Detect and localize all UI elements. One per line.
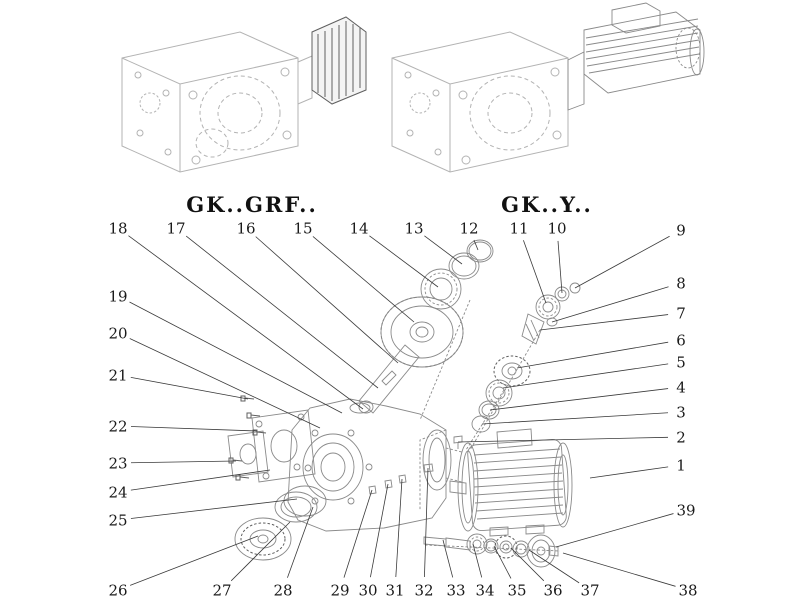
callout-line-35 bbox=[493, 545, 512, 579]
callout-line-6 bbox=[516, 341, 669, 369]
callout-number-24: 24 bbox=[108, 484, 127, 502]
callout-number-30: 30 bbox=[358, 582, 377, 600]
callout-number-38: 38 bbox=[678, 582, 697, 600]
callout-line-31 bbox=[395, 478, 403, 578]
exploded-view-drawing bbox=[227, 239, 581, 568]
callout-line-20 bbox=[129, 338, 321, 429]
callout-number-9: 9 bbox=[676, 222, 686, 240]
callout-number-5: 5 bbox=[676, 354, 686, 372]
callout-number-21: 21 bbox=[108, 367, 127, 385]
callout-number-10: 10 bbox=[547, 220, 566, 238]
callout-line-23 bbox=[130, 460, 237, 464]
callout-number-39: 39 bbox=[676, 502, 695, 520]
callout-number-11: 11 bbox=[509, 220, 528, 238]
callout-number-32: 32 bbox=[414, 582, 433, 600]
callout-number-7: 7 bbox=[676, 305, 686, 323]
callout-line-25 bbox=[130, 498, 298, 519]
callout-number-36: 36 bbox=[543, 582, 562, 600]
variant-label-grf: GK..GRF.. bbox=[186, 192, 318, 217]
callout-line-4 bbox=[489, 388, 669, 411]
callout-line-16 bbox=[255, 236, 399, 364]
callout-line-18 bbox=[128, 235, 364, 410]
callout-number-13: 13 bbox=[404, 220, 423, 238]
callout-line-2 bbox=[457, 436, 669, 443]
callout-line-21 bbox=[130, 376, 249, 400]
variant-label-y: GK..Y.. bbox=[501, 192, 593, 217]
callout-line-27 bbox=[230, 521, 291, 582]
callout-line-14 bbox=[369, 235, 439, 288]
callout-number-14: 14 bbox=[349, 220, 368, 238]
callout-line-9 bbox=[574, 235, 670, 289]
callout-number-4: 4 bbox=[676, 379, 686, 397]
callout-line-19 bbox=[129, 301, 343, 414]
callout-number-3: 3 bbox=[676, 404, 686, 422]
callout-line-8 bbox=[551, 286, 669, 323]
callout-line-13 bbox=[424, 235, 463, 265]
mounting-bolts bbox=[228, 395, 267, 481]
callout-number-23: 23 bbox=[108, 455, 127, 473]
callout-number-34: 34 bbox=[475, 582, 494, 600]
callout-line-11 bbox=[523, 240, 547, 304]
callout-number-35: 35 bbox=[507, 582, 526, 600]
callout-number-16: 16 bbox=[236, 220, 255, 238]
motor-drawing-exploded bbox=[449, 428, 573, 537]
callout-number-31: 31 bbox=[385, 582, 404, 600]
output-shaft-assembly bbox=[423, 533, 559, 568]
callout-line-32 bbox=[424, 467, 429, 578]
callout-number-22: 22 bbox=[108, 418, 127, 436]
callout-number-15: 15 bbox=[293, 220, 312, 238]
gearbox-grf-drawing bbox=[121, 16, 367, 173]
callout-number-26: 26 bbox=[108, 582, 127, 600]
callout-lines bbox=[128, 235, 676, 587]
callout-line-36 bbox=[510, 547, 545, 582]
callout-number-33: 33 bbox=[446, 582, 465, 600]
input-pinion-stack bbox=[471, 282, 581, 433]
intermediate-gear-stack bbox=[358, 239, 494, 414]
callout-number-12: 12 bbox=[459, 220, 478, 238]
callout-number-6: 6 bbox=[676, 332, 686, 350]
callout-line-22 bbox=[130, 426, 258, 432]
callout-line-5 bbox=[502, 363, 669, 389]
callout-number-19: 19 bbox=[108, 288, 127, 306]
side-plates bbox=[227, 409, 316, 483]
motor-drawing-top bbox=[567, 2, 705, 111]
callout-line-30 bbox=[370, 483, 389, 578]
callout-line-1 bbox=[589, 466, 669, 479]
callout-number-37: 37 bbox=[580, 582, 599, 600]
callout-line-24 bbox=[130, 469, 271, 491]
callout-number-17: 17 bbox=[166, 220, 185, 238]
callout-number-8: 8 bbox=[676, 275, 686, 293]
callout-line-28 bbox=[287, 506, 314, 578]
callout-line-7 bbox=[539, 314, 669, 331]
callout-line-3 bbox=[481, 412, 669, 425]
callout-number-2: 2 bbox=[676, 429, 686, 447]
callout-line-38 bbox=[562, 552, 676, 587]
callout-number-1: 1 bbox=[676, 457, 686, 475]
shims-and-bearing bbox=[234, 485, 327, 561]
callout-line-26 bbox=[129, 535, 259, 586]
callout-line-29 bbox=[343, 489, 373, 578]
callout-line-15 bbox=[312, 236, 415, 323]
callout-number-29: 29 bbox=[330, 582, 349, 600]
callout-line-10 bbox=[557, 240, 563, 294]
callout-number-20: 20 bbox=[108, 325, 127, 343]
callout-line-12 bbox=[473, 239, 479, 251]
callout-number-25: 25 bbox=[108, 512, 127, 530]
callout-line-33 bbox=[442, 539, 454, 578]
gearbox-y-drawing bbox=[391, 2, 705, 173]
callout-line-39 bbox=[555, 513, 674, 548]
callout-number-27: 27 bbox=[212, 582, 231, 600]
callout-line-17 bbox=[185, 235, 379, 389]
callout-number-28: 28 bbox=[273, 582, 292, 600]
callout-number-18: 18 bbox=[108, 220, 127, 238]
callout-line-37 bbox=[528, 549, 580, 584]
callout-line-34 bbox=[472, 543, 483, 578]
